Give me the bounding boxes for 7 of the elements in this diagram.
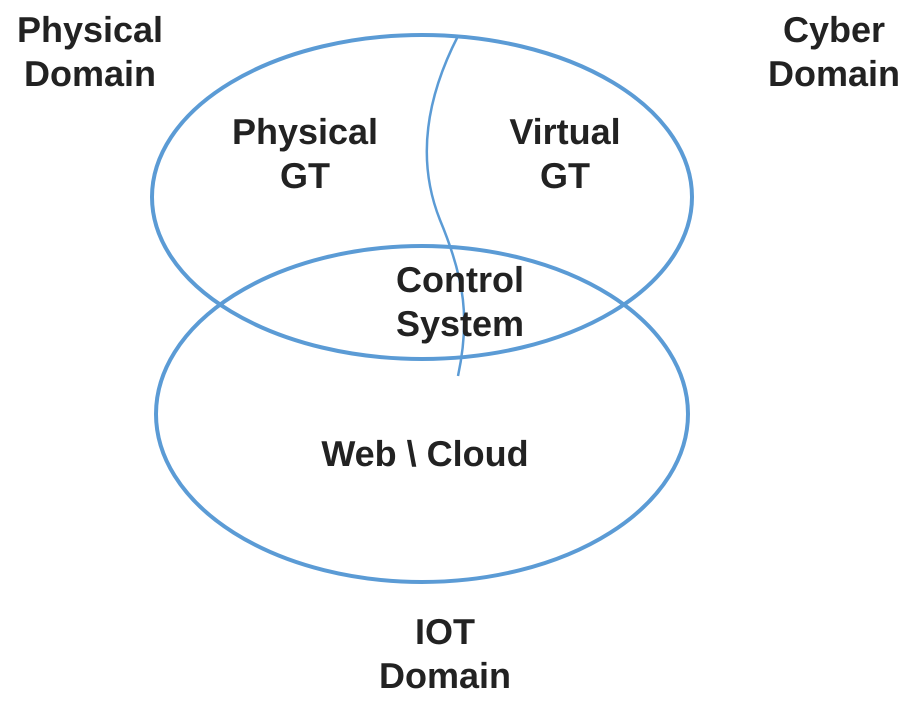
domain-label: Cyber Domain (766, 8, 901, 96)
domain-label: Physical Domain (16, 8, 164, 96)
ellipse (154, 244, 690, 584)
region-label: Virtual GT (508, 110, 622, 198)
region-label: Web \ Cloud (320, 432, 530, 476)
region-label: Physical GT (230, 110, 380, 198)
domain-label: IOT Domain (378, 610, 512, 698)
